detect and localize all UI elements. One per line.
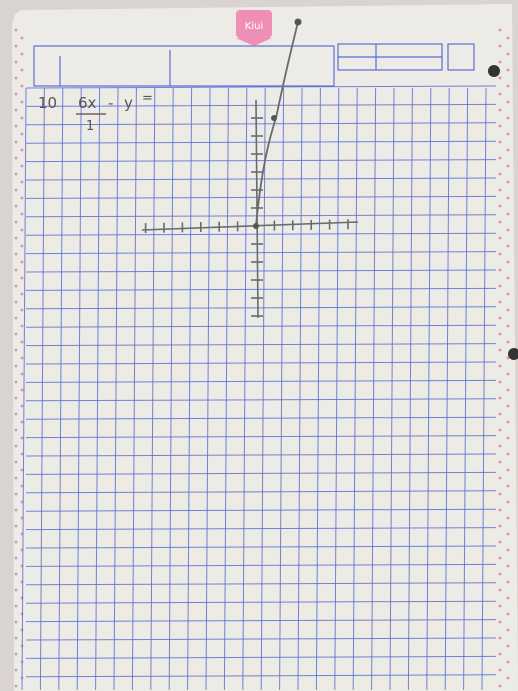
graph-grid: [21, 85, 497, 691]
logo-text: Kiui: [245, 21, 263, 32]
equals-sign: =: [142, 91, 153, 106]
variable-y: y: [124, 94, 133, 112]
margin-dots: [14, 28, 510, 688]
minus-sign: -: [108, 94, 113, 112]
exercise-text: 10 6x - y = 1: [38, 91, 153, 134]
kiui-logo: Kiui: [236, 10, 272, 46]
binder-hole: [508, 348, 518, 360]
header-boxes: [33, 43, 475, 87]
exercise-number: 10: [38, 94, 57, 112]
binder-hole: [488, 65, 500, 77]
fraction-denominator: 1: [86, 119, 94, 134]
graph-line: [253, 18, 302, 229]
fraction-numerator: 6x: [78, 94, 97, 112]
